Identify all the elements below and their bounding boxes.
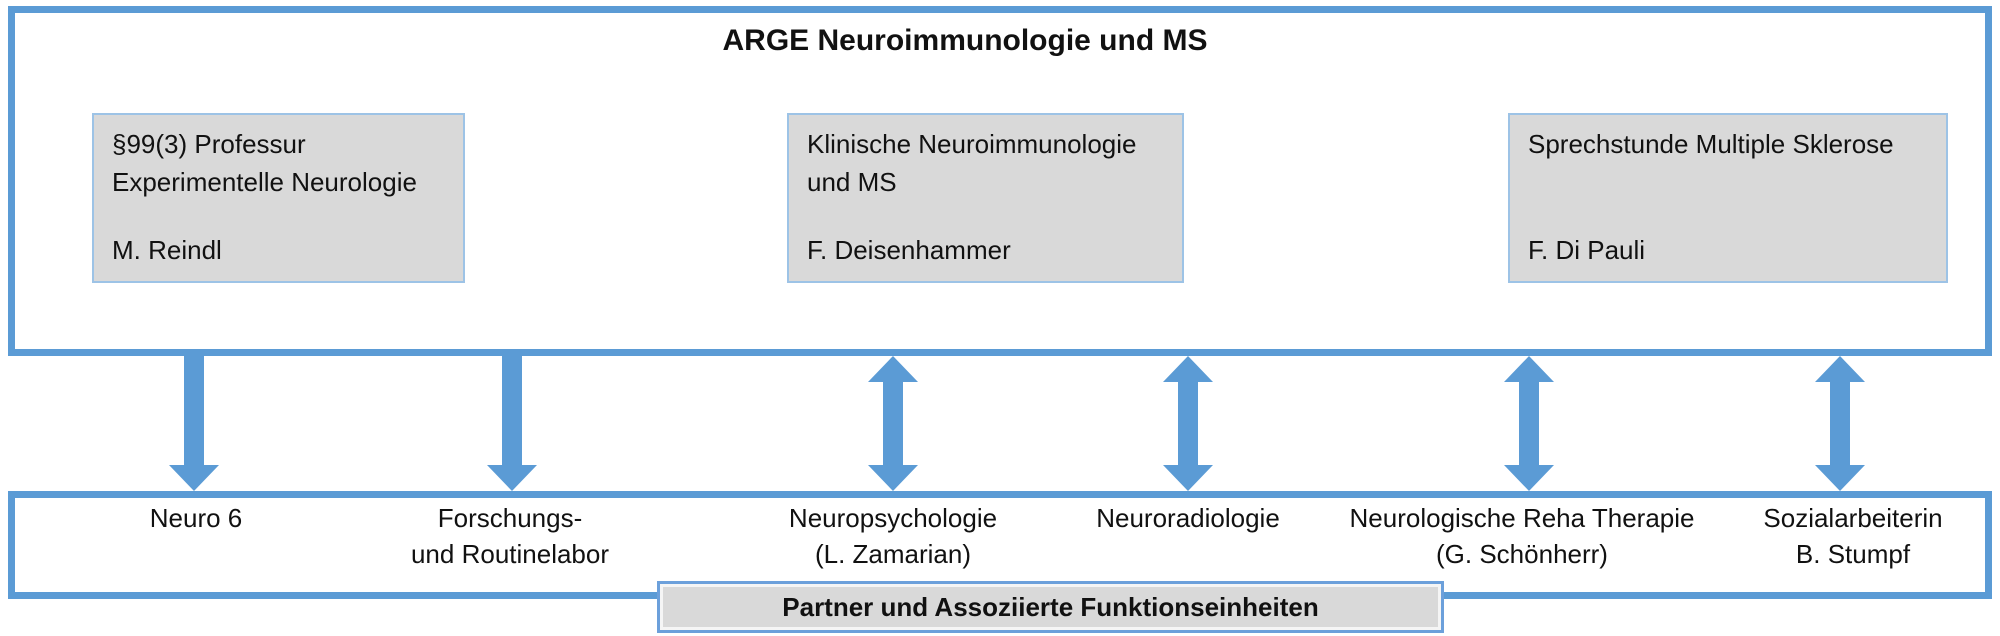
arrow-down-head — [1504, 465, 1554, 491]
unit-box-sprechstunde: Sprechstunde Multiple Sklerose F. Di Pau… — [1508, 113, 1948, 283]
arrow-shaft — [1830, 382, 1850, 465]
unit-person: M. Reindl — [112, 235, 222, 265]
arrow-down-head — [1815, 465, 1865, 491]
connector-arrow-5 — [1504, 356, 1554, 491]
unit-title-line: und MS — [807, 167, 897, 197]
unit-title-line: §99(3) Professur — [112, 129, 306, 159]
unit-title-line: Experimentelle Neurologie — [112, 167, 417, 197]
unit-box-professur: §99(3) Professur Experimentelle Neurolog… — [92, 113, 465, 283]
arrow-shaft — [1178, 382, 1198, 465]
bottom-unit-line: Neuro 6 — [149, 503, 243, 533]
arrow-down-head — [169, 465, 219, 491]
bottom-unit-neuro6: Neuro 6 — [150, 500, 243, 536]
arrow-shaft — [184, 350, 204, 465]
partner-banner-label: Partner und Assoziierte Funktionseinheit… — [782, 591, 1319, 622]
bottom-unit-neuroradiologie: Neuroradiologie — [1096, 500, 1280, 536]
unit-title-line: Sprechstunde Multiple Sklerose — [1528, 129, 1894, 159]
arrow-down-head — [487, 465, 537, 491]
arrow-up-head — [1163, 356, 1213, 382]
bottom-unit-sozialarbeiterin: Sozialarbeiterin B. Stumpf — [1763, 500, 1942, 572]
arrow-shaft — [502, 350, 522, 465]
connector-arrow-3 — [868, 356, 918, 491]
arrow-down-head — [868, 465, 918, 491]
arrow-shaft — [883, 382, 903, 465]
arrow-shaft — [1519, 382, 1539, 465]
unit-title-line: Klinische Neuroimmunologie — [807, 129, 1137, 159]
unit-person: F. Deisenhammer — [807, 235, 1011, 265]
bottom-unit-forschungslabor: Forschungs- und Routinelabor — [411, 500, 609, 572]
unit-box-klinische-neuroimmunologie: Klinische Neuroimmunologie und MS F. Dei… — [787, 113, 1184, 283]
bottom-unit-line: Neurologische Reha Therapie — [1349, 503, 1695, 533]
connector-arrow-1 — [169, 350, 219, 491]
bottom-unit-line: Sozialarbeiterin — [1763, 503, 1943, 533]
bottom-unit-line: (L. Zamarian) — [814, 539, 972, 569]
arrow-down-head — [1163, 465, 1213, 491]
bottom-unit-line: Neuroradiologie — [1096, 503, 1280, 533]
connector-arrow-2 — [487, 350, 537, 491]
bottom-unit-line: Neuropsychologie — [788, 503, 998, 533]
bottom-unit-neuropsychologie: Neuropsychologie (L. Zamarian) — [789, 500, 997, 572]
bottom-unit-line: (G. Schönherr) — [1436, 539, 1608, 569]
unit-person: F. Di Pauli — [1528, 235, 1646, 265]
connector-arrow-6 — [1815, 356, 1865, 491]
partner-banner: Partner und Assoziierte Funktionseinheit… — [657, 581, 1444, 633]
arrow-up-head — [868, 356, 918, 382]
arrow-up-head — [1504, 356, 1554, 382]
bottom-unit-line: und Routinelabor — [410, 539, 610, 569]
connector-arrow-4 — [1163, 356, 1213, 491]
bottom-unit-line: B. Stumpf — [1795, 539, 1911, 569]
arrow-up-head — [1815, 356, 1865, 382]
bottom-unit-line: Forschungs- — [437, 503, 583, 533]
diagram-title: ARGE Neuroimmunologie und MS — [722, 24, 1208, 57]
bottom-unit-reha-therapie: Neurologische Reha Therapie (G. Schönher… — [1350, 500, 1695, 572]
